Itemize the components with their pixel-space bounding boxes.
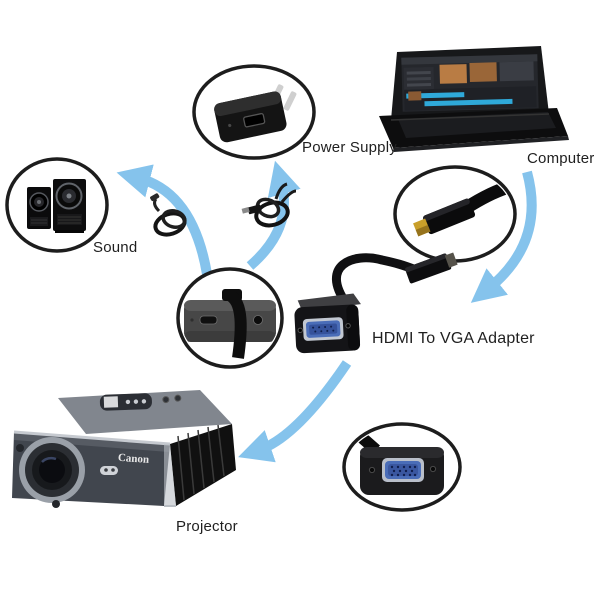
hdmi-to-vga-adapter-photo	[294, 252, 458, 354]
adapter-ports-photo	[184, 289, 276, 359]
computer-label: Computer	[527, 150, 595, 167]
projector-brand-text: Canon	[118, 452, 150, 466]
arrow-computer-to-adapter	[470, 170, 537, 303]
vga-port-photo	[347, 427, 444, 495]
audio-cable-photo	[150, 193, 187, 237]
sound-circle	[5, 157, 109, 253]
power-supply-circle	[192, 64, 316, 160]
arrow-adapter-to-sound	[116, 164, 212, 275]
stereo-speakers-photo	[27, 179, 86, 233]
hdmi-plug-circle	[393, 165, 517, 263]
laptop-photo	[379, 46, 569, 152]
arrow-adapter-to-projector	[238, 360, 352, 463]
canon-projector-photo: Canon	[12, 390, 236, 508]
power-supply-label: Power Supply	[302, 139, 397, 156]
flow-arrows	[116, 160, 537, 463]
hdmi-plug-photo	[413, 178, 512, 237]
vga-port-circle	[342, 422, 462, 512]
adapter-ports-circle	[176, 267, 284, 369]
usb-cable-photo	[241, 182, 297, 228]
projector-label: Projector	[176, 518, 238, 535]
arrow-adapter-to-power-supply	[246, 160, 301, 270]
adapter-label: HDMI To VGA Adapter	[372, 330, 535, 347]
usb-wall-charger-photo	[214, 84, 297, 143]
sound-label: Sound	[93, 239, 138, 256]
